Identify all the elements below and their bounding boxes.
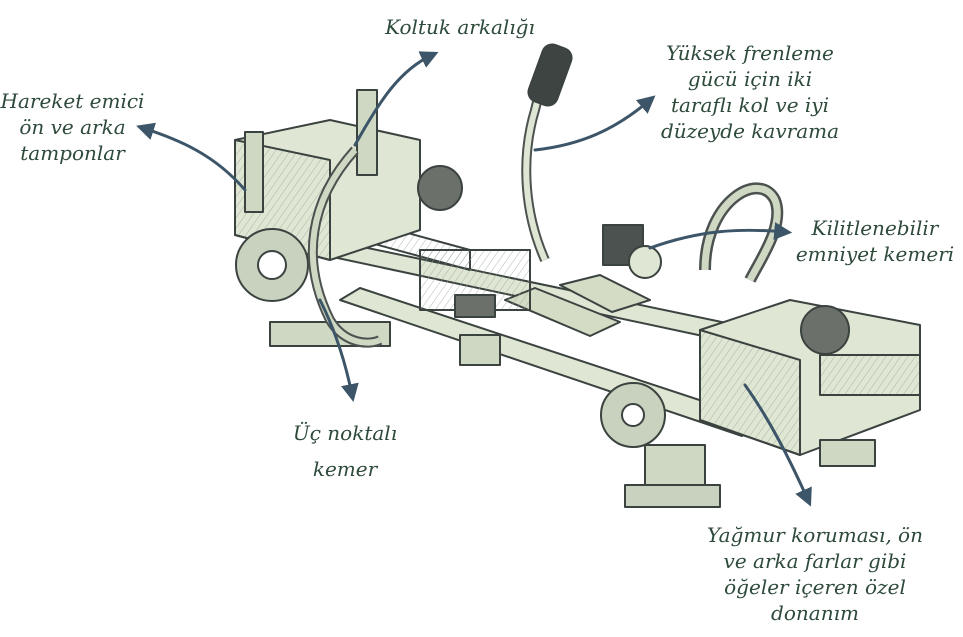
label-line: tamponlar [0,140,145,166]
label-line: Yüksek frenleme [655,40,845,66]
front-block-rail [820,355,920,395]
label-line: ve arka farlar gibi [700,548,930,574]
rear-wheel-2 [418,166,462,210]
label-line: Hareket emici [0,88,145,114]
label-lockable-belt: Kilitlenebilir emniyet kemeri [795,215,955,267]
label-line: Üç noktalı [290,415,400,451]
label-line: Yağmur koruması, ön [700,522,930,548]
label-brake-lever: Yüksek frenleme gücü için iki taraflı ko… [655,40,845,144]
label-line: donanım [700,600,930,626]
brake-lever-grip [526,42,575,109]
label-line: Koltuk arkalığı [375,14,545,40]
label-special-equipment: Yağmur koruması, ön ve arka farlar gibi … [700,522,930,626]
label-three-point-belt: Üç noktalı kemer [290,415,400,487]
arrow-shock-absorbers [143,128,245,190]
seat-post-left [245,132,263,212]
label-line: düzeyde kavrama [655,118,845,144]
label-line: ön ve arka [0,114,145,140]
label-line: emniyet kemeri [795,241,955,267]
front-wheel-right [801,306,849,354]
label-line: gücü için iki [655,66,845,92]
label-seat-back: Koltuk arkalığı [375,14,545,40]
label-line: kemer [290,451,400,487]
label-line: öğeler içeren özel [700,574,930,600]
seat-post-right [357,90,377,175]
arrow-brake-lever [535,100,650,150]
front-foot-plate [625,485,720,507]
label-shock-absorbers: Hareket emici ön ve arka tamponlar [0,88,145,166]
front-hoop [705,188,777,280]
label-line: Kilitlenebilir [795,215,955,241]
label-line: taraflı kol ve iyi [655,92,845,118]
